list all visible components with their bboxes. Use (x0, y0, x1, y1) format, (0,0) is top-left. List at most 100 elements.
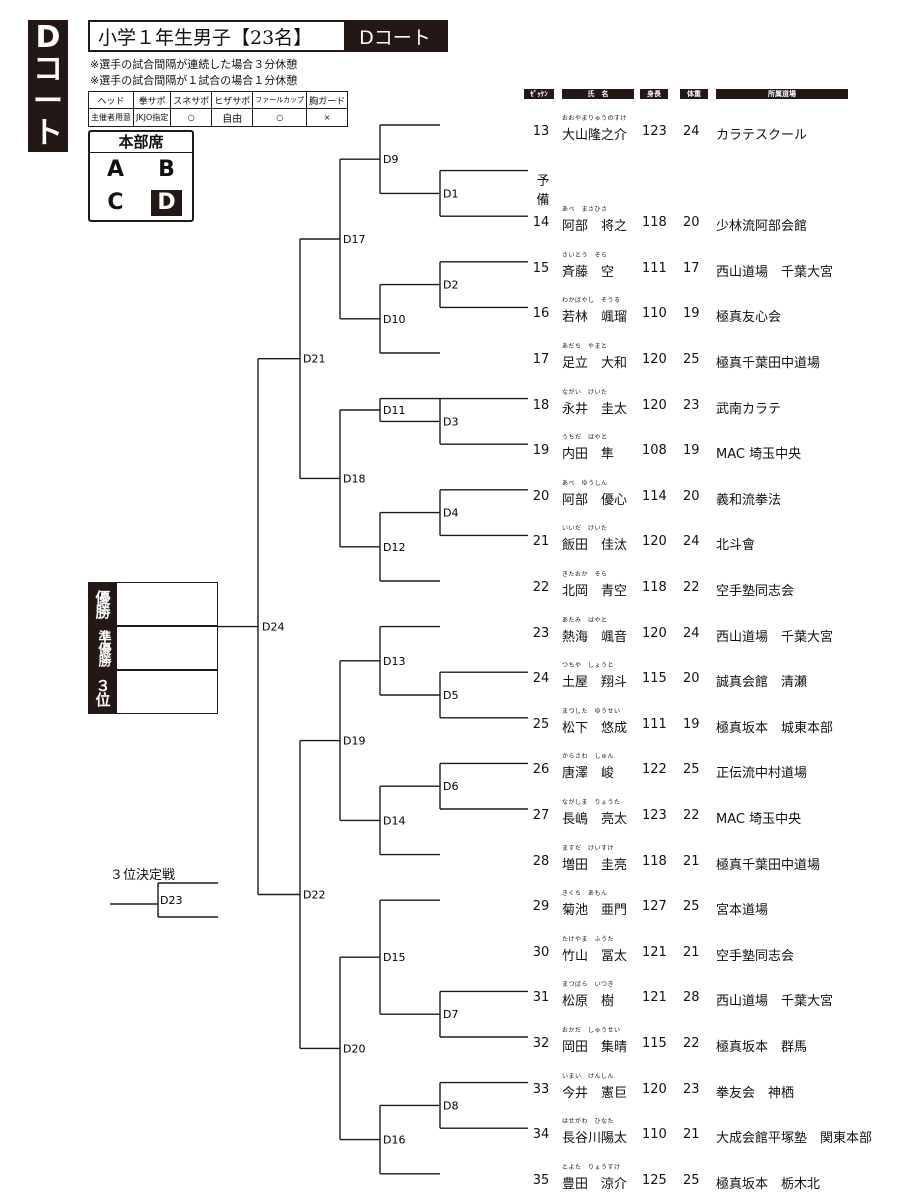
match-label: D11 (383, 404, 405, 417)
entry-height: 118 (642, 215, 667, 231)
match-label: D5 (443, 689, 458, 702)
entry-ruby: あべ まさひさ (562, 206, 608, 214)
equip-header: スネサポ (170, 91, 213, 109)
match-label: D17 (343, 233, 365, 246)
entry-weight: 19 (683, 306, 700, 322)
entry-num: 24 (532, 671, 550, 687)
entry-num: 35 (532, 1172, 550, 1188)
entry-weight: 25 (683, 352, 700, 367)
entry-weight: 23 (683, 1081, 700, 1097)
entry-weight: 24 (683, 124, 700, 139)
court-name: Dコート (344, 22, 446, 50)
entry-ruby: ますだ けいすけ (562, 844, 615, 852)
entry-height: 118 (642, 580, 667, 595)
entry-name: 竹山 冨太 (562, 948, 628, 964)
honbu-cell-a: A (106, 157, 125, 182)
entry-ruby: ながしま りょうた (562, 799, 621, 806)
entry-dojo: MAC 埼玉中央 (716, 812, 802, 827)
court-char: ー (33, 84, 63, 119)
entry-num: 28 (532, 853, 550, 869)
entry-dojo: 空手塾同志会 (716, 948, 795, 964)
entry-height: 122 (642, 762, 667, 778)
entry-name: 豊田 涼介 (562, 1176, 628, 1192)
entry-weight: 17 (683, 260, 700, 276)
match-label: D16 (383, 1134, 405, 1147)
court-char: D (35, 20, 61, 55)
match-label: D2 (443, 279, 458, 292)
entry-num: 23 (532, 625, 550, 641)
match-label: D20 (343, 1042, 365, 1055)
entry-height: 110 (642, 306, 667, 322)
entry-ruby: たけやま ふうた (562, 935, 615, 943)
entry-num: 13 (532, 124, 550, 139)
entry-name: 阿部 将之 (562, 219, 628, 235)
equip-header: ヘッド (88, 91, 134, 109)
entry-weight: 28 (683, 990, 700, 1006)
entry-height: 115 (642, 1036, 667, 1051)
entry-dojo: 西山道場 千葉大宮 (716, 264, 834, 280)
match-label: D12 (383, 541, 405, 554)
entry-dojo: 極真千葉田中道場 (716, 857, 821, 873)
entry-name: 岡田 集晴 (562, 1040, 628, 1055)
entry-height: 120 (642, 397, 667, 413)
entry-weight: 24 (683, 534, 700, 550)
match-label: D23 (160, 894, 182, 907)
entry-name: 内田 隼 (562, 447, 615, 463)
entry-name: 松原 樹 (562, 994, 615, 1010)
col-name: 氏 名 (562, 89, 634, 99)
col-zekken: ｾﾞｯｹﾝ (524, 89, 554, 99)
entry-num: 20 (532, 488, 550, 504)
entry-weight: 25 (683, 762, 700, 778)
entry-weight: 19 (683, 443, 700, 459)
entry-dojo: 極真坂本 城東本部 (716, 720, 834, 736)
entry-num: 21 (532, 534, 550, 550)
result-first: 優勝 (88, 582, 218, 626)
match-label: D24 (262, 621, 284, 634)
entry-height: 118 (642, 853, 667, 869)
entry-name: 松下 悠成 (562, 720, 628, 736)
entry-ruby: おおやまりゅうのすけ (562, 115, 628, 122)
court-side-label: D コ ー ト (28, 20, 68, 152)
entry-weight: 20 (683, 488, 700, 504)
equip-value: JKJO指定 (132, 108, 172, 127)
entry-weight: 19 (683, 716, 700, 732)
entry-weight: 20 (683, 671, 700, 687)
entry-name: 若林 颯瑠 (562, 310, 628, 326)
entry-ruby: まつした ゆうせい (562, 707, 621, 715)
honbu-cell-c: C (107, 190, 124, 215)
entry-dojo: 極真友心会 (716, 310, 782, 326)
match-label: D22 (303, 889, 325, 902)
entry-num: 14 (532, 215, 550, 231)
court-char: ト (33, 116, 63, 151)
rest-note-2: ※選手の試合間隔が１試合の場合１分休憩 (90, 74, 298, 87)
entry-ruby: わかばやし そうる (562, 297, 621, 305)
entry-dojo: 空手塾同志会 (716, 584, 795, 599)
entry-height: 123 (642, 124, 667, 139)
match-label: D4 (443, 507, 458, 520)
entry-name: 大山隆之介 (562, 128, 628, 143)
equip-header: 胸ガード (306, 91, 349, 109)
entry-ruby: つちや しょうと (562, 662, 615, 670)
equip-header: ファールカップ (252, 91, 308, 109)
honbu-title: 本部席 (90, 132, 192, 153)
entry-weight: 25 (683, 1172, 700, 1188)
result-second: 準優勝 (88, 626, 218, 670)
entry-ruby: あたみ はやと (562, 616, 608, 624)
entry-dojo: 義和流拳法 (716, 492, 782, 508)
entry-num: 19 (532, 443, 550, 459)
entry-weight: 22 (683, 580, 700, 595)
entry-dojo: 北斗會 (716, 538, 756, 554)
entry-height: 121 (642, 944, 667, 960)
entry-height: 111 (642, 260, 667, 276)
court-char: コ (33, 52, 63, 87)
entry-ruby: いいだ けいた (562, 525, 608, 533)
entry-num: 25 (532, 716, 550, 732)
third-place-match-label: ３位決定戦 (110, 868, 176, 883)
result-second-label: 準優勝 (89, 627, 117, 669)
entry-name: 長嶋 亮太 (562, 812, 628, 827)
entry-num: 34 (532, 1127, 550, 1143)
match-label: D14 (383, 814, 405, 827)
honbu-cell-b: B (158, 157, 175, 182)
entry-dojo: 西山道場 千葉大宮 (716, 629, 834, 645)
